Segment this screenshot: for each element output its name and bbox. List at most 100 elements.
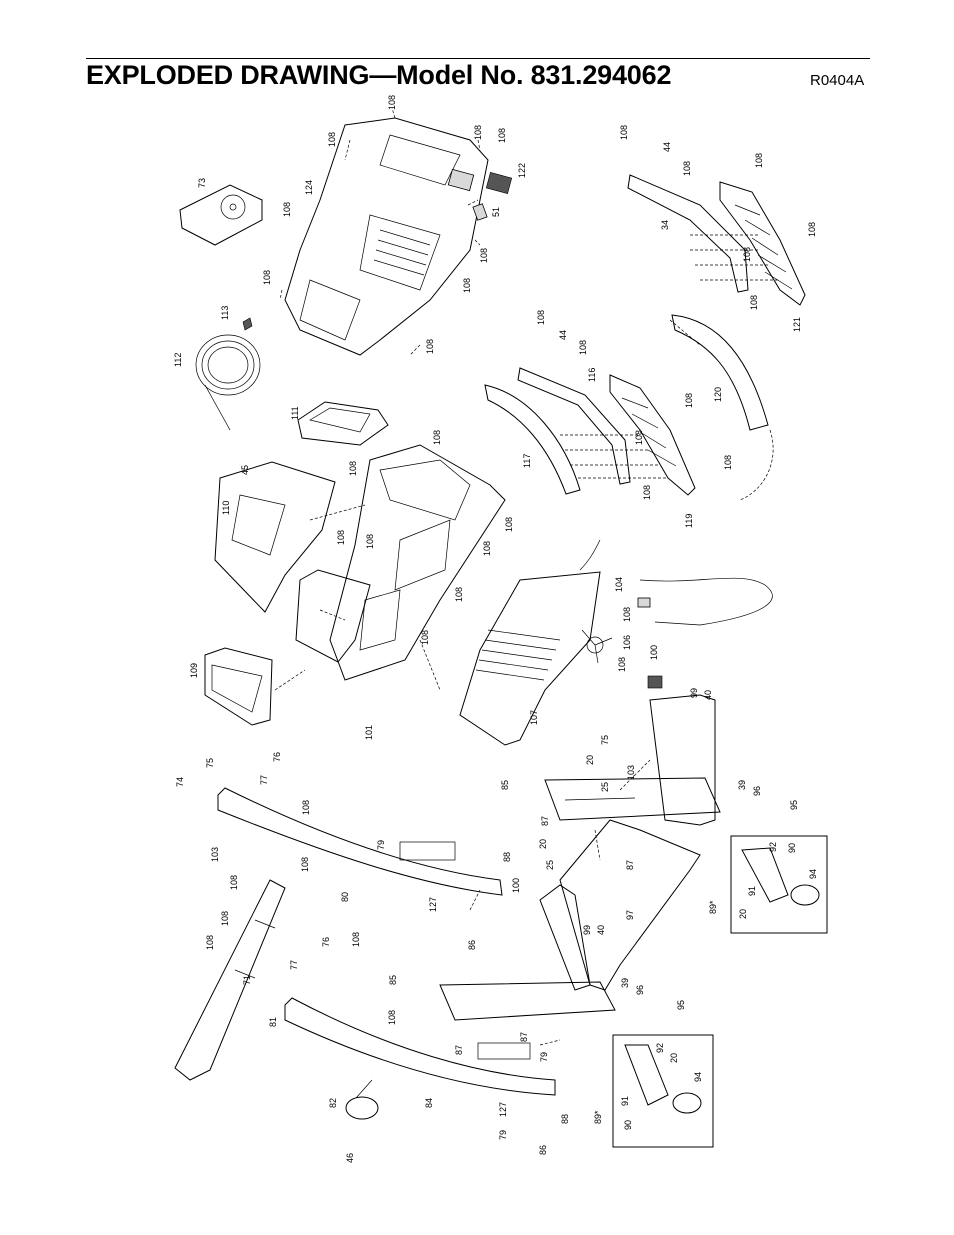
part-100-upper [647,675,663,689]
page-title: EXPLODED DRAWING—Model No. 831.294062 [86,60,672,90]
label-25-b: 25 [545,860,555,870]
label-71: 71 [242,975,252,985]
label-108-ab: 108 [454,587,464,602]
label-122: 122 [517,163,527,178]
console-frame-45-110 [214,461,336,613]
label-90-a: 90 [787,843,797,853]
handrail-cover-120 [671,314,769,431]
label-104: 104 [614,577,624,592]
crossmember-103 [544,777,721,821]
label-80: 80 [340,892,350,902]
label-91-a: 91 [747,886,757,896]
label-94-b: 94 [693,1072,703,1082]
label-74: 74 [175,777,185,787]
label-91-b: 91 [620,1096,630,1106]
label-108-i: 108 [425,339,435,354]
label-108-u: 108 [642,485,652,500]
label-108-aa: 108 [482,541,492,556]
label-101: 101 [364,725,374,740]
label-103-a: 103 [626,765,636,780]
label-92-a: 92 [768,842,778,852]
label-108-c: 108 [473,125,483,140]
label-108-w: 108 [348,461,358,476]
label-108-p: 108 [536,310,546,325]
strap-104 [637,577,773,626]
label-108-k: 108 [682,161,692,176]
caster-82 [345,1079,379,1120]
label-108-l: 108 [754,153,764,168]
label-40-b: 40 [596,925,606,935]
label-108-n: 108 [742,247,752,262]
hood-part-124 [284,117,489,356]
bracket-79-upper [399,841,456,861]
label-108-ag: 108 [300,857,310,872]
base-frame-97 [539,819,701,991]
label-76-b: 76 [321,937,331,947]
label-117: 117 [522,454,532,468]
label-44-b: 44 [558,330,568,340]
label-76-a: 76 [272,752,282,762]
label-108-z: 108 [365,534,375,549]
label-124: 124 [304,180,314,195]
header-rule [86,58,870,59]
label-20-a: 20 [585,755,595,765]
label-86-a: 86 [467,940,477,950]
label-108-j: 108 [619,125,629,140]
label-39-a: 39 [737,780,747,790]
label-120: 120 [713,387,723,402]
cord-112 [195,334,261,431]
label-87-a: 87 [540,816,550,826]
part-51 [472,203,488,221]
handrail-121 [719,181,806,306]
label-111: 111 [290,406,300,420]
label-127-b: 127 [498,1102,508,1117]
label-79-a: 79 [376,840,386,850]
label-127-a: 127 [428,897,438,912]
label-99-b: 99 [582,925,592,935]
label-108-y: 108 [336,530,346,545]
label-108-aj: 108 [351,932,361,947]
label-44-a: 44 [662,142,672,152]
label-20-b: 20 [538,839,548,849]
label-108-af: 108 [301,800,311,815]
label-89s-a: 89* [708,900,718,914]
label-88-a: 88 [502,852,512,862]
label-88-b: 88 [560,1114,570,1124]
label-87-b: 87 [625,860,635,870]
label-108-h: 108 [462,278,472,293]
label-82: 82 [328,1098,338,1108]
part-113 [242,317,253,331]
label-100-a: 100 [649,645,659,660]
label-108-b: 108 [327,132,337,147]
label-89s-b: 89* [593,1110,603,1124]
wire-harness [579,539,601,571]
label-106: 106 [622,635,632,650]
label-95-a: 95 [789,800,799,810]
tube-71 [174,879,286,1081]
label-108-t: 108 [723,455,733,470]
inset-box-89-upper [730,835,828,934]
label-75-a: 75 [600,735,610,745]
label-84: 84 [424,1098,434,1108]
handrail-119 [609,374,696,496]
label-90-b: 90 [623,1120,633,1130]
drawing-code: R0404A [810,72,865,89]
label-119: 119 [684,514,694,528]
label-96-a: 96 [752,786,762,796]
label-108-d: 108 [497,128,507,143]
frame-rail-84 [284,997,556,1096]
label-86-b: 86 [538,1145,548,1155]
label-77-a: 77 [259,775,269,785]
frame-part [295,569,371,663]
label-20-c: 20 [738,909,748,919]
label-97: 97 [625,910,635,920]
label-107: 107 [529,710,539,725]
label-87-d: 87 [454,1045,464,1055]
tray-109 [204,647,273,726]
label-109: 109 [189,663,199,678]
label-87-c: 87 [519,1032,529,1042]
label-108-e: 108 [282,202,292,217]
label-116: 116 [587,368,597,382]
label-92-b: 92 [655,1043,665,1053]
label-121: 121 [792,317,802,332]
